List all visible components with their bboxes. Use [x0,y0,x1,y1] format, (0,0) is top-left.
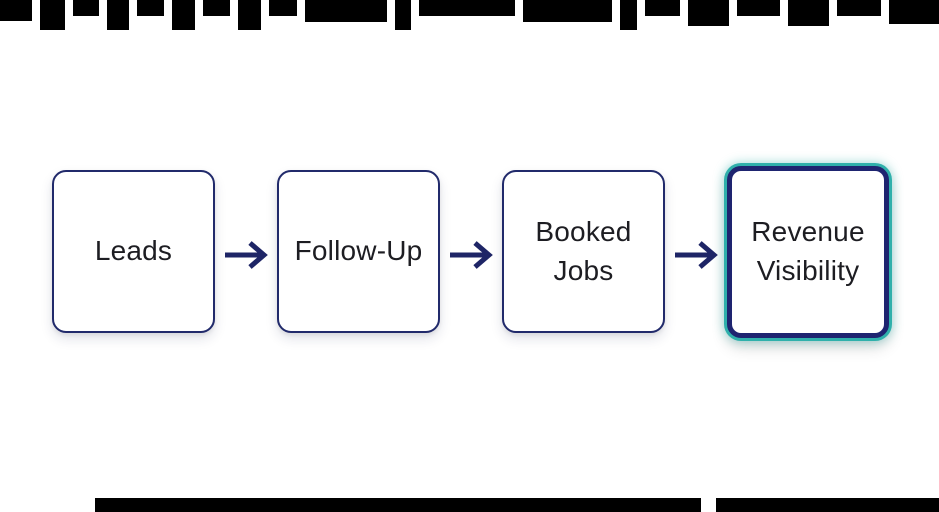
decor-bar-segment [0,0,32,21]
decor-bar-segment [788,0,829,26]
flow-node-booked-jobs: Booked Jobs [502,170,665,333]
flow-diagram: Leads Follow-Up Booked Jobs Revenue Visi… [52,165,889,338]
decor-bar-segment [737,0,780,16]
decor-bar-segment [645,0,680,16]
decor-bar-segment [137,0,164,16]
node-label-booked-jobs: Booked Jobs [535,215,632,286]
flow-node-follow-up: Follow-Up [277,170,440,333]
node-label-follow-up: Follow-Up [294,235,423,267]
node-label-leads: Leads [94,235,173,267]
top-decor-bar [0,0,939,32]
decor-bar-segment [95,498,701,512]
arrow-right-icon [675,240,718,269]
flow-node-revenue-visibility: Revenue Visibility [727,165,889,338]
decor-bar-segment [620,0,637,30]
decor-bar-segment [73,0,99,16]
decor-bar-segment [107,0,129,30]
decor-bar-segment [172,0,195,30]
decor-bar-segment [419,0,515,16]
arrow-right-icon [225,240,268,269]
decor-bar-segment [523,0,612,22]
decor-bar-segment [305,0,387,22]
decor-bar-segment [269,0,297,16]
decor-bar-segment [889,0,939,24]
flow-node-leads: Leads [52,170,215,333]
decor-bar-segment [837,0,881,16]
decor-bar-segment [40,0,65,30]
bottom-decor-bar [0,496,939,512]
decor-bar-segment [238,0,261,30]
decor-bar-segment [395,0,411,30]
node-label-revenue-visibility: Revenue Visibility [751,215,865,286]
decor-bar-segment [716,498,939,512]
arrow-right-icon [450,240,493,269]
decor-bar-segment [688,0,729,26]
decor-bar-segment [203,0,230,16]
